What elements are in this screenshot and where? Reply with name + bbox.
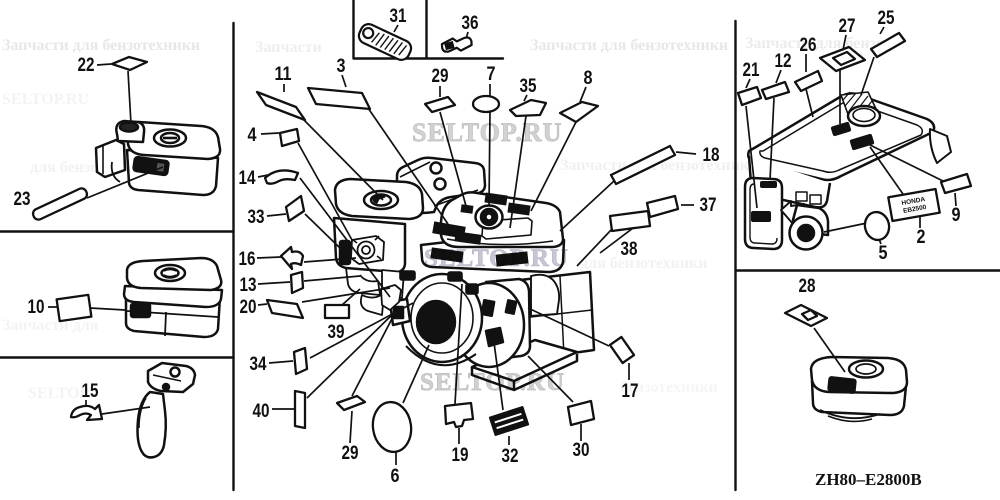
svg-text:6: 6 (391, 465, 400, 487)
svg-text:28: 28 (799, 275, 816, 297)
svg-text:2: 2 (917, 226, 926, 248)
svg-text:Запчасти для бензотехники: Запчасти для бензотехники (530, 37, 728, 54)
svg-text:34: 34 (250, 353, 267, 375)
svg-text:18: 18 (703, 144, 720, 166)
svg-text:ZH80–E2800B: ZH80–E2800B (815, 470, 922, 489)
svg-text:7: 7 (487, 63, 496, 85)
svg-text:22: 22 (78, 54, 95, 76)
svg-text:29: 29 (342, 442, 359, 464)
svg-text:21: 21 (743, 59, 760, 81)
svg-text:32: 32 (502, 445, 519, 467)
svg-text:40: 40 (253, 400, 270, 422)
svg-text:13: 13 (240, 274, 257, 296)
svg-text:HONDA: HONDA (901, 196, 926, 207)
svg-text:38: 38 (621, 238, 638, 260)
svg-text:Запчасти для: Запчасти для (2, 317, 99, 334)
svg-text:23: 23 (14, 188, 31, 210)
svg-text:20: 20 (240, 296, 257, 318)
svg-text:для бензотехники: для бензотехники (580, 255, 707, 272)
svg-text:37: 37 (700, 194, 717, 216)
svg-text:36: 36 (462, 12, 479, 34)
svg-text:17: 17 (622, 380, 639, 402)
svg-text:9: 9 (952, 204, 961, 226)
svg-text:3: 3 (337, 55, 346, 77)
svg-text:8: 8 (584, 67, 593, 89)
svg-text:26: 26 (800, 34, 817, 56)
svg-text:Запчасти: Запчасти (255, 39, 322, 56)
svg-text:35: 35 (520, 75, 537, 97)
svg-text:10: 10 (28, 296, 45, 318)
svg-text:Запчасти для бензотехники: Запчасти для бензотехники (2, 37, 200, 54)
svg-text:Запчасти для бензотехники: Запчасти для бензотехники (560, 157, 758, 174)
svg-text:30: 30 (573, 439, 590, 461)
svg-text:39: 39 (328, 321, 345, 343)
svg-text:5: 5 (879, 242, 888, 264)
svg-text:31: 31 (390, 5, 407, 27)
svg-text:бензотехники: бензотехники (620, 379, 718, 396)
svg-text:19: 19 (452, 444, 469, 466)
svg-text:12: 12 (775, 50, 792, 72)
svg-text:16: 16 (239, 248, 256, 270)
svg-text:SELTOP.RU: SELTOP.RU (420, 369, 565, 396)
svg-text:SELTOP.RU: SELTOP.RU (2, 91, 89, 108)
svg-text:SELTOP.RU: SELTOP.RU (412, 118, 562, 147)
svg-text:11: 11 (275, 63, 292, 85)
svg-text:33: 33 (248, 206, 265, 228)
svg-text:EB2500: EB2500 (903, 204, 928, 215)
svg-text:14: 14 (239, 167, 256, 189)
svg-text:25: 25 (878, 7, 895, 29)
svg-text:4: 4 (248, 124, 257, 146)
svg-text:SELTOP: SELTOP (28, 385, 90, 402)
svg-text:15: 15 (82, 380, 99, 402)
svg-text:27: 27 (839, 15, 856, 37)
svg-text:29: 29 (432, 65, 449, 87)
svg-text:SELTOP.RU: SELTOP.RU (424, 245, 569, 272)
